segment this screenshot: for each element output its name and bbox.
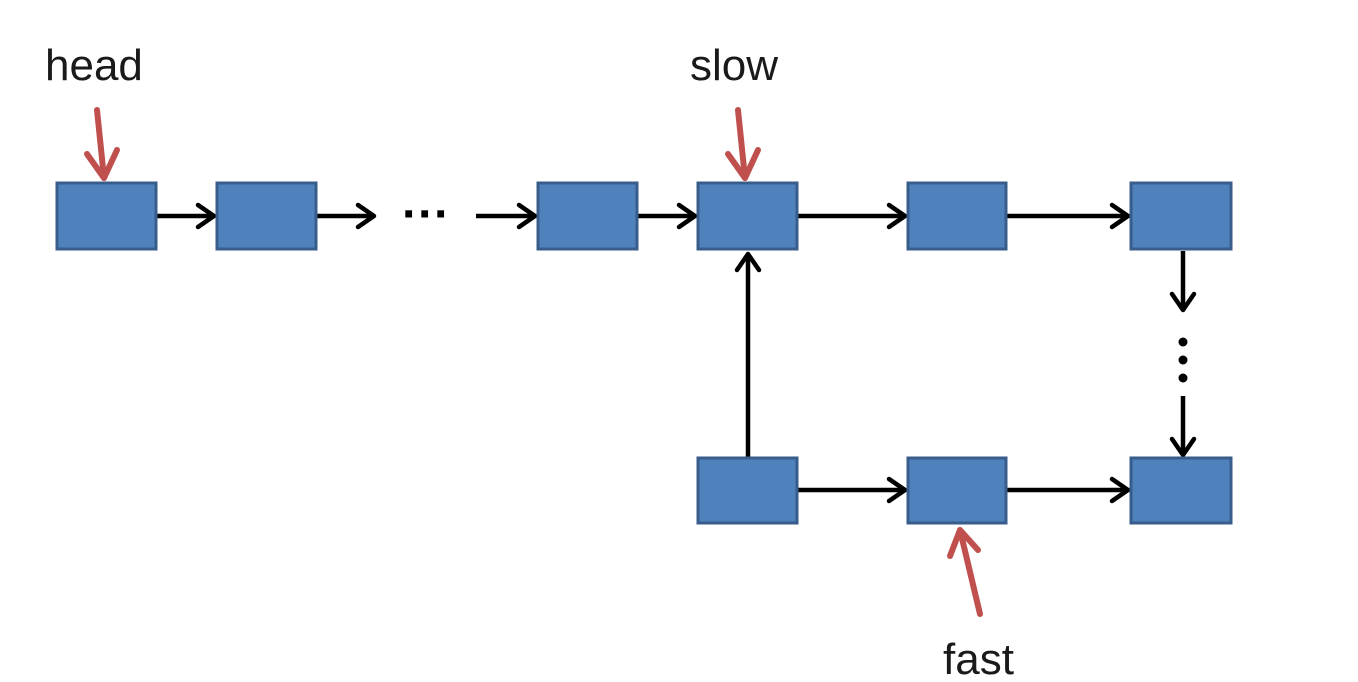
link-7-to-8 — [798, 476, 908, 504]
link-ellipsis-to-3 — [476, 202, 538, 230]
head-label: head — [45, 41, 143, 90]
ellipsis-vertical — [1178, 337, 1188, 383]
node-3 — [536, 181, 639, 251]
head-pointer-arrow — [84, 107, 120, 181]
slow-label: slow — [690, 41, 778, 90]
node-9 — [1129, 456, 1233, 525]
node-8 — [906, 456, 1008, 525]
fast-label: fast — [943, 635, 1014, 682]
link-4-to-5 — [798, 202, 908, 230]
link-down-to-9 — [1169, 396, 1197, 458]
link-8-to-9 — [1006, 476, 1131, 504]
ellipsis-horizontal: ··· — [402, 188, 450, 241]
link-2-to-ellipsis — [317, 202, 377, 230]
node-1 — [55, 181, 158, 251]
node-4-cycle-entry — [696, 181, 799, 251]
node-7 — [696, 456, 799, 525]
slow-pointer-arrow — [725, 107, 761, 181]
fast-pointer-arrow — [947, 527, 983, 617]
node-6 — [1129, 181, 1233, 251]
link-1-to-2 — [157, 202, 217, 230]
node-2 — [215, 181, 318, 251]
link-5-to-6 — [1006, 202, 1131, 230]
link-7-to-4-cycle — [734, 251, 762, 458]
link-3-to-4 — [637, 202, 698, 230]
node-5 — [906, 181, 1008, 251]
link-6-down — [1169, 251, 1197, 313]
